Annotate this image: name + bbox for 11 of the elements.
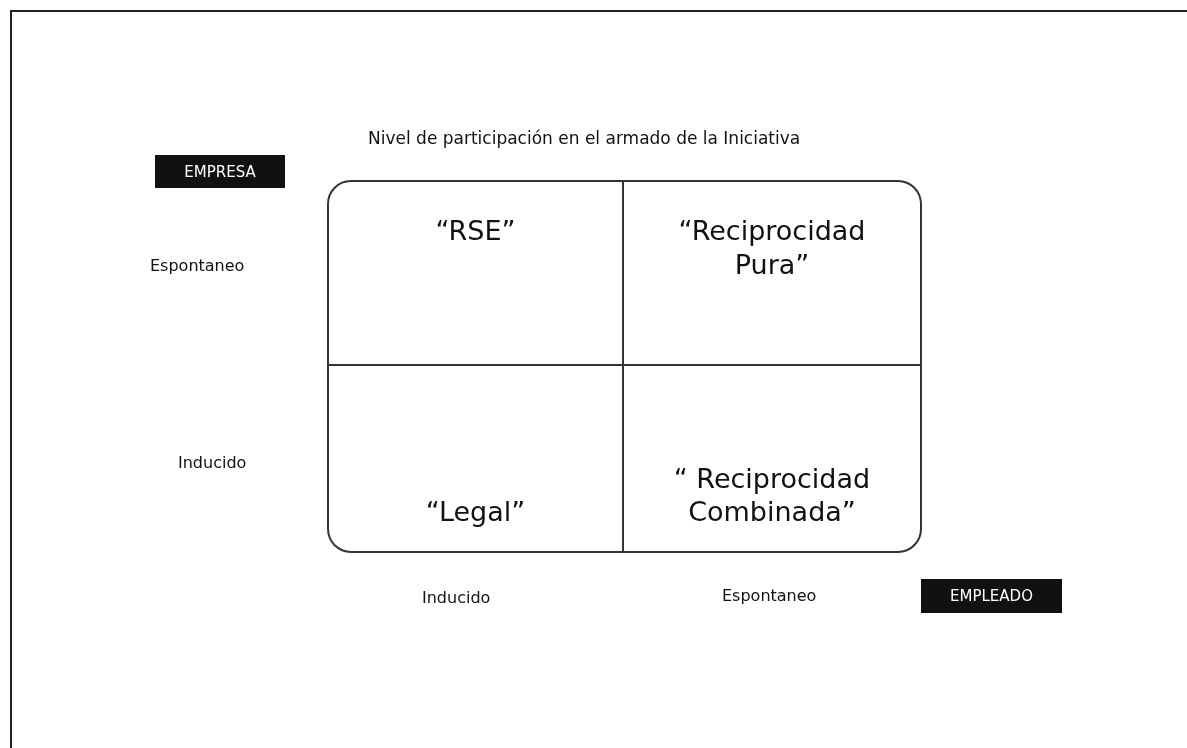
chart-title: Nivel de participación en el armado de la Iniciativa: [368, 128, 801, 148]
axis-tag: EMPLEADO: [921, 579, 1062, 613]
axis-label: Espontaneo: [722, 586, 817, 605]
quadrant-cell: “Legal”: [327, 366, 624, 553]
axis-tag: EMPRESA: [155, 155, 285, 188]
axis-label: Inducido: [422, 588, 491, 607]
axis-label: Inducido: [178, 453, 247, 472]
quadrant-cell: “Reciprocidad Pura”: [624, 180, 922, 366]
quadrant-cell: “RSE”: [327, 180, 624, 366]
axis-label: Espontaneo: [150, 256, 245, 275]
quadrant-cell: “ Reciprocidad Combinada”: [624, 366, 922, 553]
